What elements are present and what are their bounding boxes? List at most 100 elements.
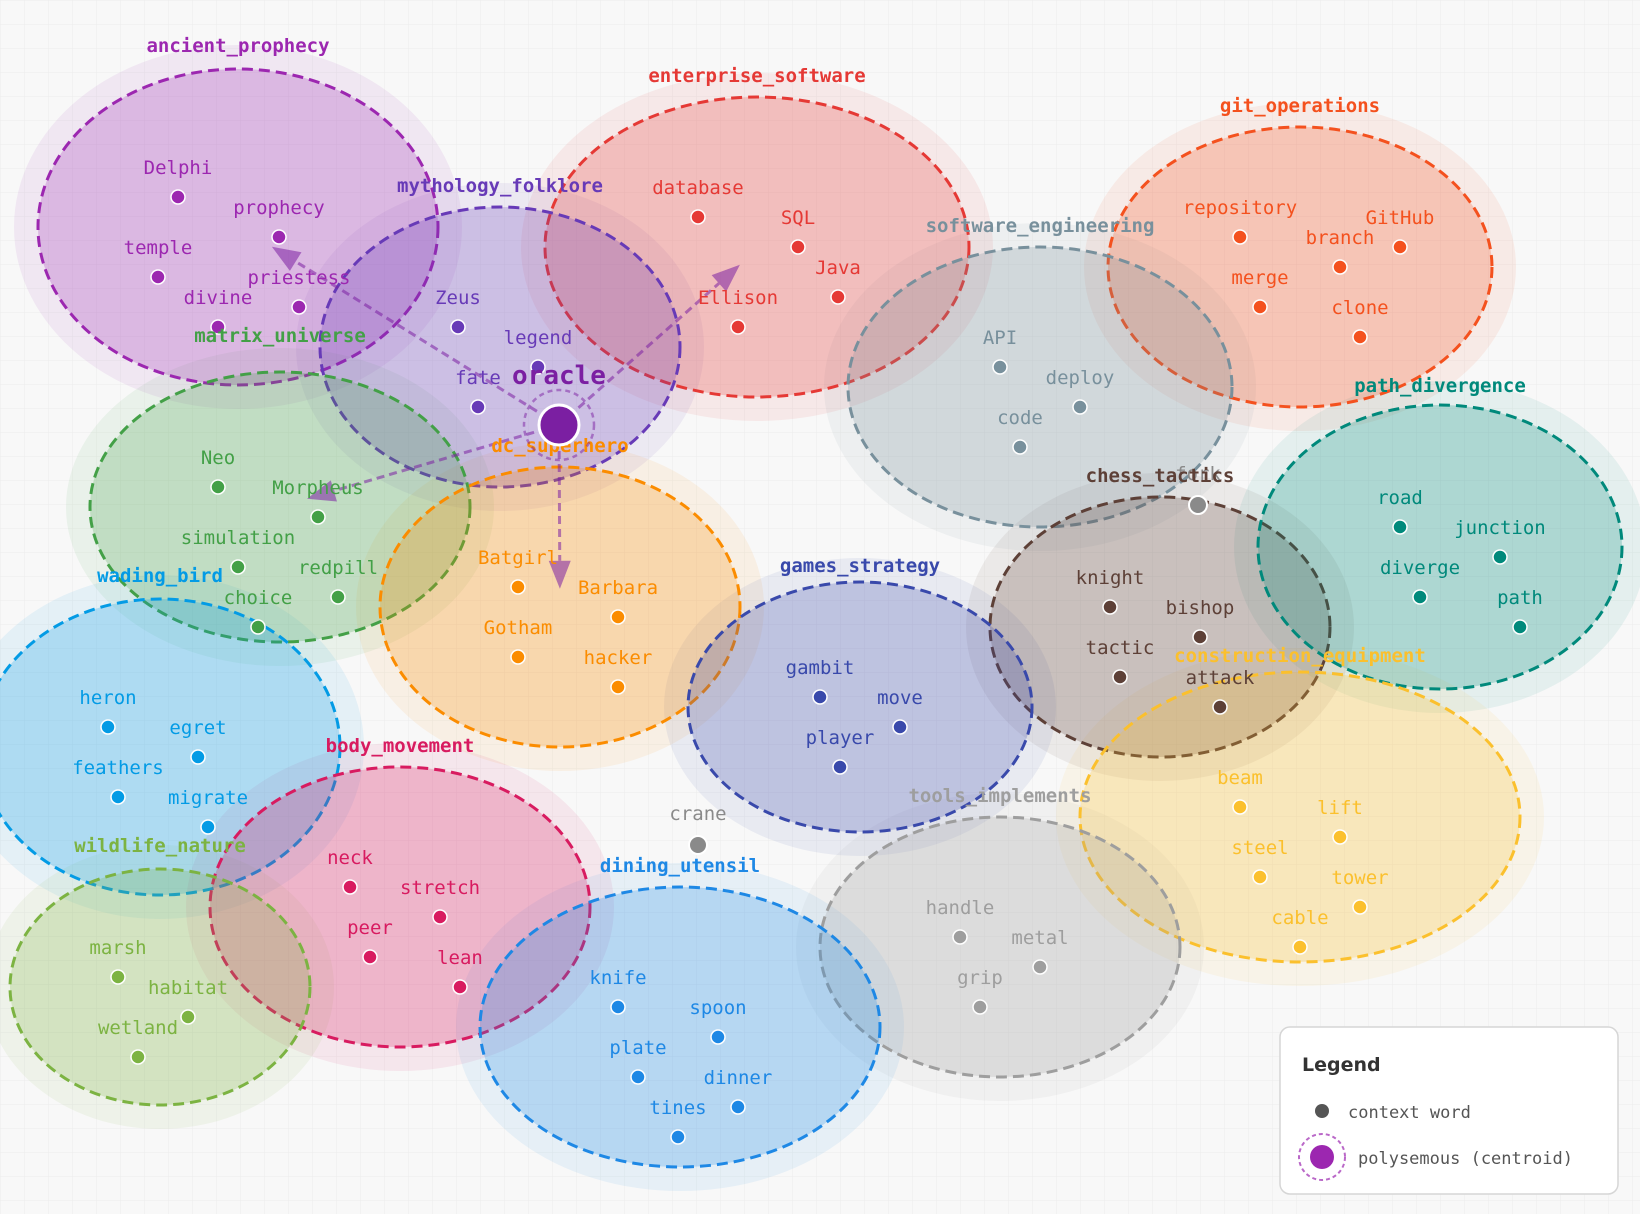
word-dot-junction[interactable] bbox=[1492, 549, 1508, 565]
word-dot-egret[interactable] bbox=[190, 749, 206, 765]
cluster-label-matrix-universe: matrix_universe bbox=[194, 325, 366, 347]
word-dot-lean[interactable] bbox=[452, 979, 468, 995]
word-dot-github[interactable] bbox=[1392, 239, 1408, 255]
word-dot-zeus[interactable] bbox=[450, 319, 466, 335]
word-dot-redpill[interactable] bbox=[330, 589, 346, 605]
word-dot-tines[interactable] bbox=[670, 1129, 686, 1145]
word-dot-barbara[interactable] bbox=[610, 609, 626, 625]
word-label-repository: repository bbox=[1183, 197, 1297, 219]
word-dot-code[interactable] bbox=[1012, 439, 1028, 455]
word-dot-neck[interactable] bbox=[342, 879, 358, 895]
word-dot-deploy[interactable] bbox=[1072, 399, 1088, 415]
word-dot-plate[interactable] bbox=[630, 1069, 646, 1085]
word-dot-knife[interactable] bbox=[610, 999, 626, 1015]
word-dot-ellison[interactable] bbox=[730, 319, 746, 335]
word-dot-neo[interactable] bbox=[210, 479, 226, 495]
cluster-label-tools-implements: tools_implements bbox=[908, 785, 1091, 807]
word-dot-player[interactable] bbox=[832, 759, 848, 775]
word-dot-grip[interactable] bbox=[972, 999, 988, 1015]
word-dot-habitat[interactable] bbox=[180, 1009, 196, 1025]
cluster-region-tools-implements[interactable] bbox=[818, 815, 1182, 1079]
word-label-branch: branch bbox=[1306, 227, 1375, 249]
word-dot-sql[interactable] bbox=[790, 239, 806, 255]
polysemous-centroid[interactable]: oracle bbox=[512, 361, 606, 462]
word-dot-lift[interactable] bbox=[1332, 829, 1348, 845]
legend-context-label: context word bbox=[1348, 1103, 1471, 1123]
word-dot-simulation[interactable] bbox=[230, 559, 246, 575]
shared-word-dot-fork[interactable] bbox=[1188, 495, 1208, 515]
word-label-simulation: simulation bbox=[181, 527, 295, 549]
word-dot-feathers[interactable] bbox=[110, 789, 126, 805]
shared-word-dot-crane[interactable] bbox=[688, 835, 708, 855]
word-dot-dinner[interactable] bbox=[730, 1099, 746, 1115]
word-dot-temple[interactable] bbox=[150, 269, 166, 285]
cluster-region-chess-tactics[interactable] bbox=[988, 495, 1332, 759]
word-dot-stretch[interactable] bbox=[432, 909, 448, 925]
cluster-region-wading-bird[interactable] bbox=[0, 597, 342, 897]
word-dot-road[interactable] bbox=[1392, 519, 1408, 535]
cluster-region-construction-equipment[interactable] bbox=[1078, 670, 1522, 964]
cluster-halo-games-strategy bbox=[664, 558, 1056, 856]
word-dot-metal[interactable] bbox=[1032, 959, 1048, 975]
cluster-region-enterprise-software[interactable] bbox=[543, 95, 971, 399]
word-dot-spoon[interactable] bbox=[710, 1029, 726, 1045]
word-dot-path[interactable] bbox=[1512, 619, 1528, 635]
word-label-morpheus: Morpheus bbox=[272, 477, 364, 499]
cluster-label-software-engineering: software_engineering bbox=[926, 215, 1155, 237]
word-dot-merge[interactable] bbox=[1252, 299, 1268, 315]
word-dot-java[interactable] bbox=[830, 289, 846, 305]
cluster-region-software-engineering[interactable] bbox=[846, 245, 1234, 529]
word-dot-move[interactable] bbox=[892, 719, 908, 735]
cluster-region-dining-utensil[interactable] bbox=[478, 885, 882, 1169]
cluster-region-ancient-prophecy[interactable] bbox=[36, 67, 440, 387]
word-dot-prophecy[interactable] bbox=[271, 229, 287, 245]
word-dot-legend[interactable] bbox=[530, 359, 546, 375]
word-dot-api[interactable] bbox=[992, 359, 1008, 375]
word-dot-repository[interactable] bbox=[1232, 229, 1248, 245]
cluster-region-wildlife-nature[interactable] bbox=[8, 867, 312, 1107]
word-dot-database[interactable] bbox=[690, 209, 706, 225]
word-label-attack: attack bbox=[1186, 667, 1255, 689]
word-dot-morpheus[interactable] bbox=[310, 509, 326, 525]
cluster-region-git-operations[interactable] bbox=[1106, 125, 1494, 409]
sense-arrow-line-1 bbox=[294, 260, 538, 413]
cluster-region-matrix-universe[interactable] bbox=[88, 370, 472, 644]
word-dot-handle[interactable] bbox=[952, 929, 968, 945]
word-dot-branch[interactable] bbox=[1332, 259, 1348, 275]
word-dot-fate[interactable] bbox=[470, 399, 486, 415]
cluster-ellipses bbox=[0, 67, 1624, 1169]
word-dot-marsh[interactable] bbox=[110, 969, 126, 985]
word-dot-steel[interactable] bbox=[1252, 869, 1268, 885]
cluster-region-mythology-folklore[interactable] bbox=[318, 205, 682, 489]
word-dot-migrate[interactable] bbox=[200, 819, 216, 835]
word-dot-wetland[interactable] bbox=[130, 1049, 146, 1065]
word-dot-knight[interactable] bbox=[1102, 599, 1118, 615]
word-dot-beam[interactable] bbox=[1232, 799, 1248, 815]
cluster-region-games-strategy[interactable] bbox=[686, 580, 1034, 834]
word-dot-batgirl[interactable] bbox=[510, 579, 526, 595]
word-dot-tower[interactable] bbox=[1352, 899, 1368, 915]
word-dot-hacker[interactable] bbox=[610, 679, 626, 695]
word-dot-attack[interactable] bbox=[1212, 699, 1228, 715]
word-dot-choice[interactable] bbox=[250, 619, 266, 635]
word-dot-heron[interactable] bbox=[100, 719, 116, 735]
word-dot-diverge[interactable] bbox=[1412, 589, 1428, 605]
word-label-migrate: migrate bbox=[168, 787, 248, 809]
word-label-ellison: Ellison bbox=[698, 287, 778, 309]
word-dot-priestess[interactable] bbox=[291, 299, 307, 315]
word-dot-divine[interactable] bbox=[210, 319, 226, 335]
cluster-region-path-divergence[interactable] bbox=[1256, 403, 1624, 691]
centroid-dot[interactable] bbox=[537, 403, 581, 447]
cluster-halo-software-engineering bbox=[824, 223, 1256, 551]
word-dot-bishop[interactable] bbox=[1192, 629, 1208, 645]
word-dot-tactic[interactable] bbox=[1112, 669, 1128, 685]
word-dot-peer[interactable] bbox=[362, 949, 378, 965]
word-dot-delphi[interactable] bbox=[170, 189, 186, 205]
cluster-label-mythology-folklore: mythology_folklore bbox=[397, 175, 603, 197]
word-dot-gambit[interactable] bbox=[812, 689, 828, 705]
word-dot-clone[interactable] bbox=[1352, 329, 1368, 345]
word-dot-gotham[interactable] bbox=[510, 649, 526, 665]
cluster-region-body-movement[interactable] bbox=[208, 765, 592, 1049]
centroid-ring bbox=[522, 388, 596, 462]
word-dot-cable[interactable] bbox=[1292, 939, 1308, 955]
